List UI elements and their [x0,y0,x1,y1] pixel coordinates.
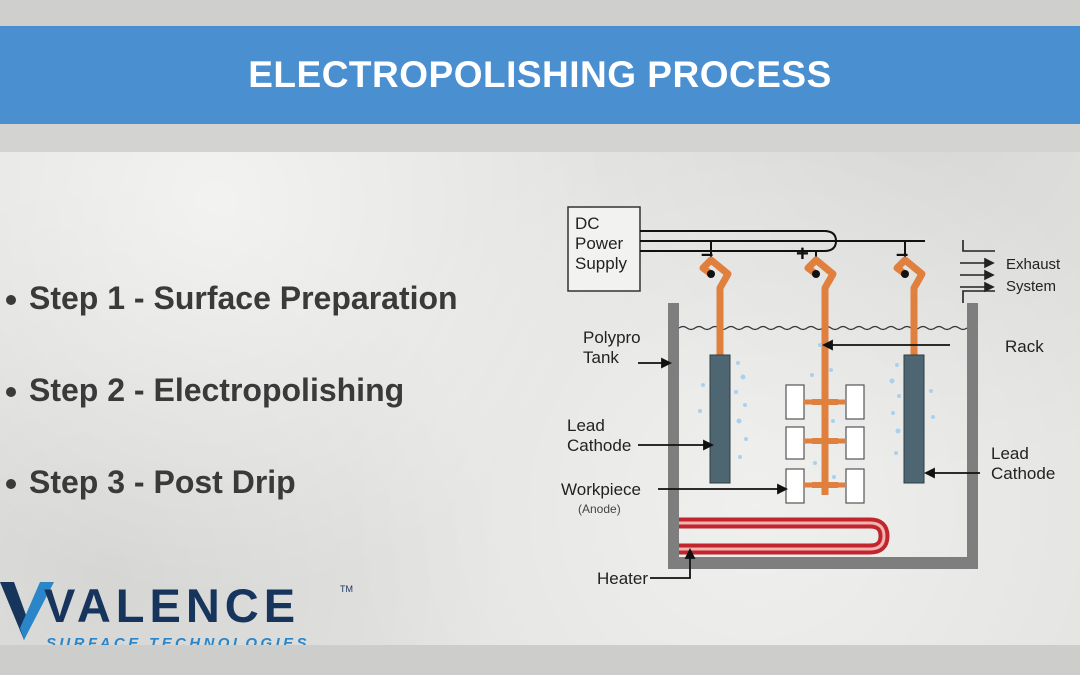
heater-coil [679,517,890,555]
power-supply-label: DC [575,214,600,233]
trademark-symbol: TM [340,584,353,594]
left-cathode-hook [699,256,732,355]
lead-cathode-label: Cathode [991,464,1055,483]
heater-label: Heater [597,569,648,588]
power-supply-label: Power [575,234,624,253]
step-list: Step 1 - Surface Preparation Step 2 - El… [6,280,546,556]
right-cathode-hook [893,256,926,355]
power-supply-box [567,206,641,292]
callout-lines [638,339,980,579]
bottom-strip [0,645,1080,675]
valence-logo: VALENCE TM SURFACE TECHNOLOGIES [0,578,360,658]
list-item: Step 2 - Electropolishing [6,372,546,464]
positive-sign: + [796,241,809,266]
title-banner: ELECTROPOLISHING PROCESS [0,26,1080,124]
exhaust-arrows [960,257,995,293]
divider-band [0,124,1080,152]
anode-label: (Anode) [578,502,621,516]
right-lead-cathode [903,354,925,484]
list-item: Step 1 - Surface Preparation [6,280,546,372]
bullet-icon [6,295,16,305]
exhaust-duct [962,240,995,303]
workpiece-label: Workpiece [561,480,641,499]
bullet-icon [6,387,16,397]
power-wires [640,230,925,259]
connector-icon [901,270,909,278]
list-item: Step 3 - Post Drip [6,464,546,556]
gas-bubbles [698,343,935,479]
step-label: Step 3 - Post Drip [29,464,296,500]
exhaust-label: Exhaust [1006,256,1061,273]
tank-label: Polypro [583,328,641,347]
left-lead-cathode [709,354,731,484]
connector-icon [707,270,715,278]
step-label: Step 2 - Electropolishing [29,372,405,408]
power-supply-label: Supply [575,254,627,273]
lead-cathode-label: Lead [567,416,605,435]
electropolishing-diagram: DC Power Supply – + – Exhaust System [561,206,1061,588]
logo-mark-icon [0,582,54,640]
anode-rack [804,256,838,495]
exhaust-label: System [1006,278,1056,295]
connector-icon [812,270,820,278]
lead-cathode-label: Lead [991,444,1029,463]
top-strip [0,0,1080,26]
step-label: Step 1 - Surface Preparation [29,280,458,316]
page-title: ELECTROPOLISHING PROCESS [248,54,832,95]
tank-walls [668,303,978,569]
anode-connectors [804,399,846,488]
bullet-icon [6,479,16,489]
tank-label: Tank [583,348,619,367]
lead-cathode-label: Cathode [567,436,631,455]
rack-label: Rack [1005,337,1044,356]
logo-wordmark: VALENCE [44,579,301,632]
